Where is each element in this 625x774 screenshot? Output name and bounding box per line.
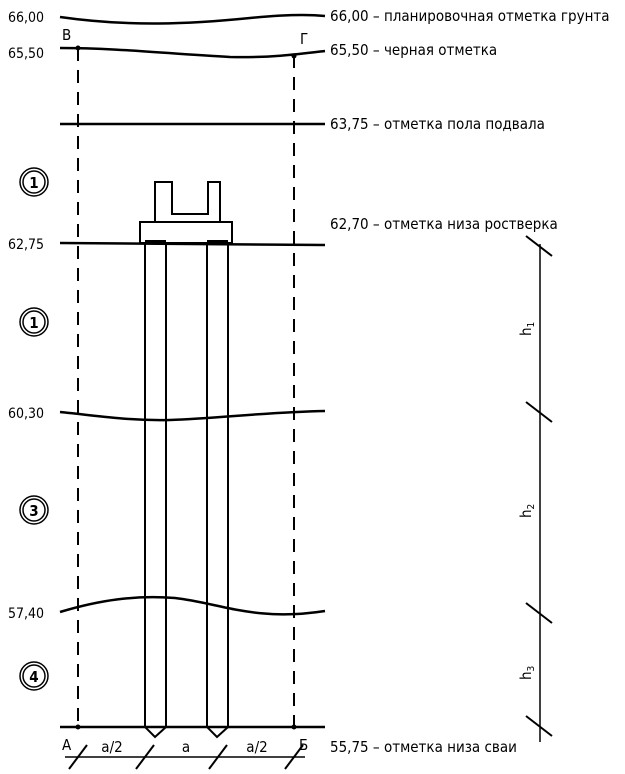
layer-marker-1-top: 1 — [19, 167, 49, 197]
dimension-half-left: a/2 — [101, 738, 122, 756]
elevation-left-6550: 65,50 — [8, 46, 44, 62]
elevation-left-6030: 60,30 — [8, 406, 44, 422]
dimension-tick — [525, 235, 553, 257]
elevation-right-6270: 62,70 – отметка низа ростверка — [330, 215, 558, 233]
elevation-left-5740: 57,40 — [8, 606, 44, 622]
elevation-right-6600: 66,00 – планировочная отметка грунта — [330, 7, 610, 25]
axis-dot — [75, 724, 81, 730]
natural-ground-line — [59, 46, 326, 59]
axis-label-a: А — [62, 736, 72, 754]
dimension-tick — [68, 744, 88, 770]
layer-boundary-6030 — [59, 409, 326, 422]
dimension-tick — [525, 715, 553, 737]
axis-dot — [75, 45, 81, 51]
thickness-h1: h1 — [517, 322, 537, 336]
dimension-full: a — [182, 738, 190, 756]
dimension-tick — [525, 602, 553, 624]
dimension-tick — [208, 744, 228, 770]
elevation-right-6550: 65,50 – черная отметка — [330, 41, 497, 59]
svg-text:1: 1 — [29, 314, 38, 332]
pile-right — [206, 243, 229, 739]
elevation-left-6275: 62,75 — [8, 237, 44, 253]
axis-label-g: Г — [300, 30, 308, 48]
elevation-right-6375: 63,75 – отметка пола подвала — [330, 115, 545, 133]
dimension-tick — [284, 744, 304, 770]
dimension-tick — [135, 744, 155, 770]
svg-text:3: 3 — [29, 502, 38, 520]
pile-left — [144, 243, 167, 739]
dimension-tick — [525, 401, 553, 423]
pile-cap — [139, 221, 233, 244]
planned-ground-line — [59, 13, 326, 25]
layer-marker-3: 3 — [19, 495, 49, 525]
elevation-right-5575: 55,75 – отметка низа сваи — [330, 738, 517, 756]
elevation-left-6600: 66,00 — [8, 10, 44, 26]
svg-text:4: 4 — [29, 668, 38, 686]
layer-marker-4: 4 — [19, 661, 49, 691]
thickness-h3: h3 — [517, 666, 537, 680]
axis-label-v: В — [62, 26, 71, 44]
thickness-h2: h2 — [517, 504, 537, 518]
axis-dot — [291, 53, 297, 59]
dimension-half-right: a/2 — [246, 738, 267, 756]
axis-label-b: Б — [299, 736, 308, 754]
layer-marker-1-mid: 1 — [19, 307, 49, 337]
axis-dot — [291, 724, 297, 730]
layer-boundary-5740 — [59, 595, 326, 616]
svg-text:1: 1 — [29, 174, 38, 192]
column-stub — [154, 181, 221, 223]
